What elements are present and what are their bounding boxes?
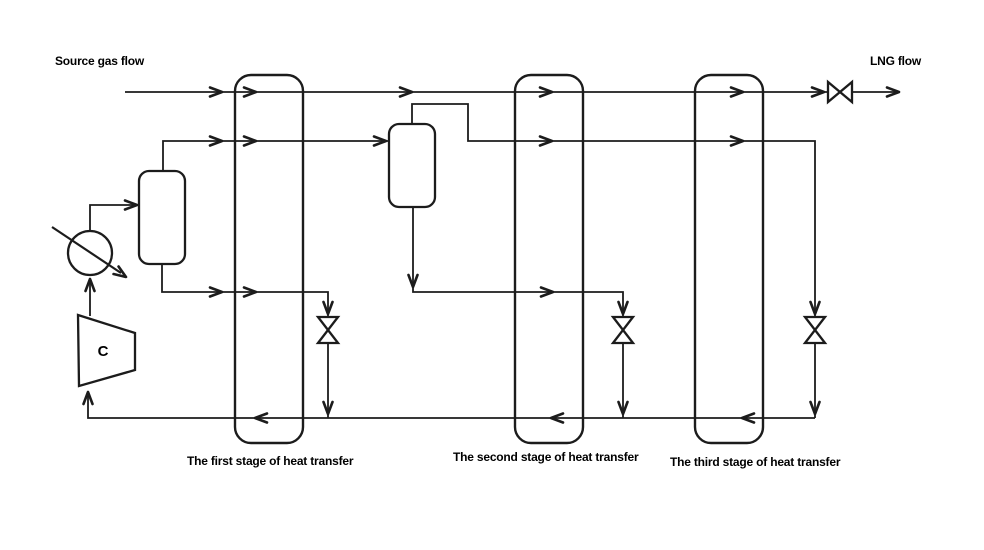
separator-vessel-2 [387,122,437,209]
compressor-label: C [98,343,109,360]
expansion-valve-3 [802,315,828,345]
flow-arrows [82,86,901,424]
expansion-valve-1 [315,315,341,345]
liquid-line-stage2 [412,207,624,418]
expansion-valve-2 [610,315,636,345]
lng-outlet-valve [826,79,854,105]
stage1-heat-exchanger [233,73,305,445]
compressor-symbol: C [76,313,137,388]
cooler-to-separator1-line [89,204,138,231]
feed-line-second-left [162,140,389,171]
lng-flow-label: LNG flow [870,54,922,68]
separator-vessel-1 [137,169,187,266]
cooler-symbol [51,226,130,283]
stage2-label: The second stage of heat transfer [453,450,639,464]
return-line [87,396,815,419]
stage1-label: The first stage of heat transfer [187,454,354,468]
liquid-line-stage1 [161,264,329,418]
stage3-label: The third stage of heat transfer [670,455,841,469]
stage3-heat-exchanger [693,73,765,445]
stage2-heat-exchanger [513,73,585,445]
feed-line-second-right [411,103,816,418]
compressor-body [76,313,137,388]
source-gas-flow-label: Source gas flow [55,54,145,68]
cooler-diagonal-line [51,226,122,274]
